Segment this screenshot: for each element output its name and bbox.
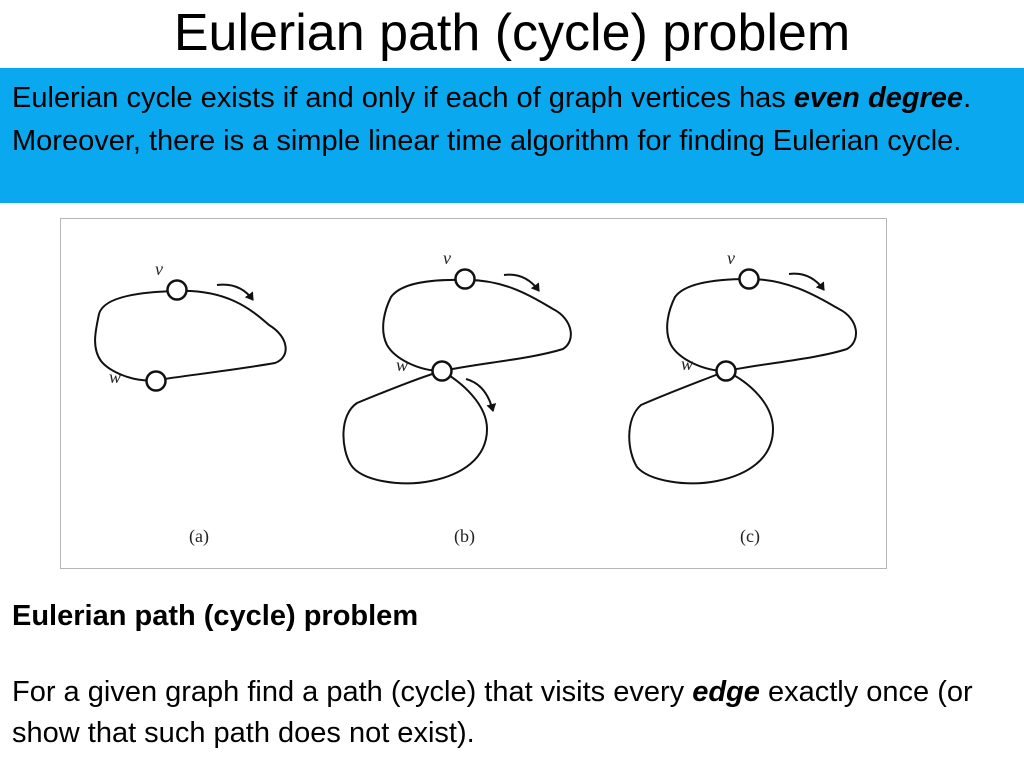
problem-text-start: For a given graph find a path (cycle) th…: [12, 676, 693, 708]
panel-c: v w (c): [628, 248, 857, 547]
eulerian-cycle-figure: v w (a) v w (b) v w (c): [60, 218, 887, 569]
panel-a: v w (a): [94, 259, 287, 547]
panel-a-cycle-path: [94, 289, 287, 382]
panel-a-label-w: w: [109, 367, 121, 387]
definition-callout: Eulerian cycle exists if and only if eac…: [0, 68, 1024, 203]
figure-drawing: v w (a) v w (b) v w (c): [94, 248, 857, 547]
callout-text-start: Eulerian cycle exists if and only if eac…: [12, 82, 794, 114]
panel-b-upper-loop: [382, 278, 572, 373]
panel-c-vertex-w: [715, 360, 737, 382]
panel-c-lower-loop: [628, 369, 775, 485]
panel-b-lower-loop: [342, 369, 489, 485]
panel-b-vertex-v: [454, 268, 476, 290]
panel-a-vertex-v: [166, 279, 188, 301]
panel-c-upper-loop: [666, 277, 857, 373]
panel-a-label-v: v: [155, 259, 163, 279]
panel-b: v w (b): [342, 248, 572, 547]
panel-a-direction-arrow: [216, 283, 254, 301]
panel-c-caption: (c): [740, 526, 760, 547]
panel-a-caption: (a): [189, 526, 209, 547]
panel-c-direction-arrow: [788, 272, 825, 291]
panel-c-label-w: w: [681, 354, 693, 374]
slide-title: Eulerian path (cycle) problem: [173, 4, 851, 62]
panel-a-vertex-w: [145, 370, 167, 392]
panel-c-vertex-v: [738, 268, 760, 290]
problem-text-end: exactly once (or show that such path doe…: [12, 676, 973, 749]
panel-b-direction-arrow-top: [503, 273, 540, 292]
problem-heading: Eulerian path (cycle) problem: [12, 600, 419, 632]
panel-b-vertex-w: [431, 360, 453, 382]
panel-b-direction-arrow-bottom: [465, 378, 497, 412]
panel-b-caption: (b): [454, 526, 475, 547]
panel-c-label-v: v: [727, 248, 735, 268]
callout-emphasis-even-degree: even degree: [793, 82, 964, 114]
panel-b-label-v: v: [443, 248, 451, 268]
panel-b-label-w: w: [396, 355, 408, 375]
problem-statement: For a given graph find a path (cycle) th…: [12, 672, 1012, 754]
problem-emphasis-edge: edge: [692, 676, 760, 708]
callout-text-end: . Moreover, there is a simple linear tim…: [12, 82, 972, 157]
